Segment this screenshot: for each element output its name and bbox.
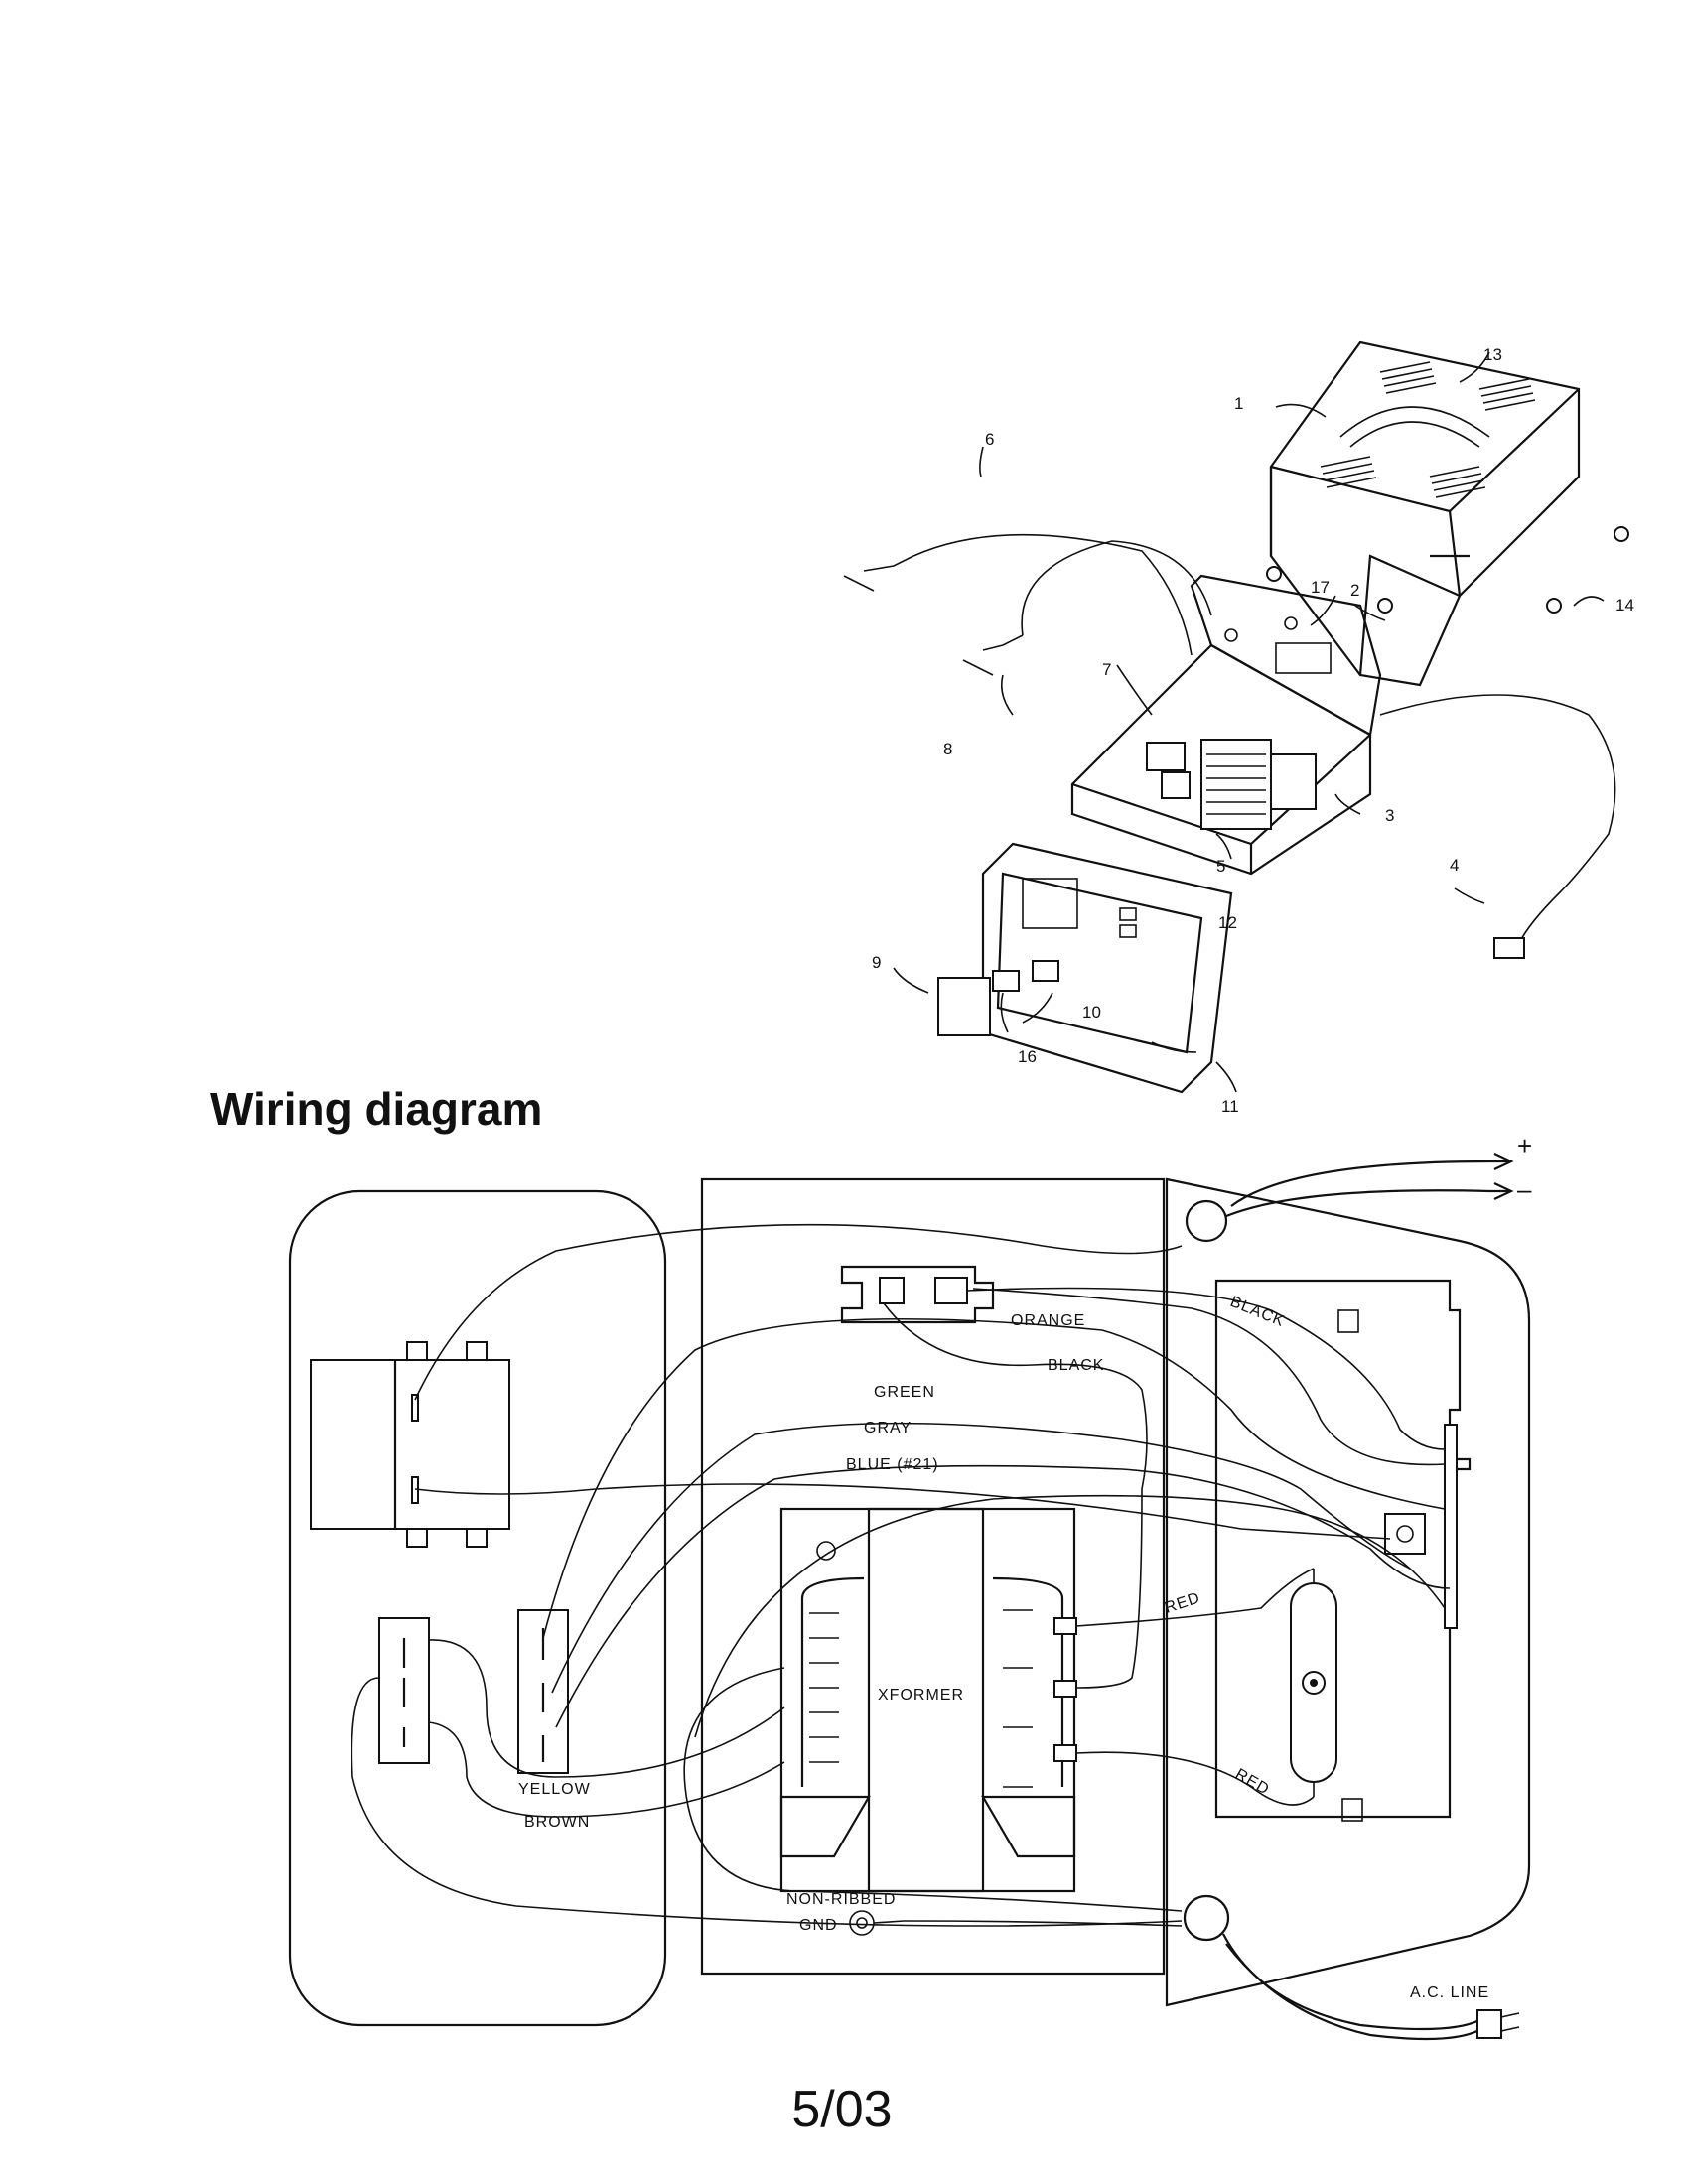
wires <box>351 1153 1520 2041</box>
dc-grommet <box>1185 1199 1228 1243</box>
label-gray: GRAY <box>864 1420 912 1436</box>
label-black-lower: BLACK <box>1048 1357 1104 1374</box>
label-xformer: XFORMER <box>878 1687 964 1704</box>
right-panel <box>1165 1177 1531 2007</box>
switch-right <box>517 1609 569 1774</box>
label-green: GREEN <box>874 1384 935 1401</box>
cover-housing <box>1269 341 1581 687</box>
thermostat <box>1384 1513 1426 1555</box>
part-number-7: 7 <box>1102 660 1111 679</box>
label-gnd: GND <box>799 1917 838 1934</box>
wiring-diagram: ORANGE BLACK BLACK GREEN GRAY BLUE (#21)… <box>288 1131 1533 2041</box>
ground-lug <box>849 1910 905 1936</box>
breaker-base <box>1161 771 1191 799</box>
part-number-13: 13 <box>1483 345 1502 364</box>
breaker-block <box>1146 742 1186 771</box>
label-yellow: YELLOW <box>518 1781 591 1798</box>
circuit-breaker <box>840 1265 995 1324</box>
part-number-5: 5 <box>1216 857 1225 876</box>
label-blue: BLUE (#21) <box>846 1456 939 1473</box>
part-number-3: 3 <box>1385 806 1394 825</box>
part-number-4: 4 <box>1450 856 1459 875</box>
part-number-12: 12 <box>1218 913 1237 932</box>
page-footer-date: 5/03 <box>791 2081 893 2138</box>
part-number-6: 6 <box>985 430 994 449</box>
part-number-9: 9 <box>872 953 881 972</box>
part-number-17: 17 <box>1311 578 1330 597</box>
heatsink-strip <box>1444 1424 1458 1629</box>
screw-17a <box>1266 566 1282 582</box>
label-orange: ORANGE <box>1011 1312 1085 1329</box>
label-red-top: RED <box>1163 1589 1202 1617</box>
left-panel <box>288 1189 667 2027</box>
part-number-16: 16 <box>1018 1047 1037 1066</box>
switch-10 <box>1032 960 1059 982</box>
label-plus: + <box>1517 1131 1533 1160</box>
label-minus: – <box>1517 1174 1532 1204</box>
label-brown: BROWN <box>524 1814 590 1831</box>
label-non-ribbed: NON-RIBBED <box>786 1891 896 1908</box>
exploded-view: 1 2 3 4 5 6 7 8 9 10 11 12 13 14 16 17 <box>843 341 1634 1116</box>
part-number-8: 8 <box>943 740 952 758</box>
ac-grommet <box>1183 1894 1230 1942</box>
screw-17b <box>1377 598 1393 614</box>
screw-14b <box>1546 598 1562 614</box>
board-slot-bottom <box>1341 1798 1363 1822</box>
rectifier-board <box>1214 1279 1472 1819</box>
part-number-11: 11 <box>1221 1097 1239 1116</box>
screw-14a <box>1614 526 1629 542</box>
center-panel <box>700 1177 1166 1976</box>
clamp-leads <box>843 533 1212 676</box>
part-number-14: 14 <box>1615 596 1634 614</box>
diode-tube <box>1290 1569 1337 1797</box>
label-red-bottom: RED <box>1232 1766 1272 1799</box>
board-slot-top <box>1337 1309 1359 1333</box>
front-panel <box>1190 574 1382 737</box>
part-number-1: 1 <box>1234 394 1243 413</box>
ac-cord-plug <box>1379 694 1616 959</box>
meter <box>937 977 991 1036</box>
switch-left <box>378 1617 430 1764</box>
page-title: Wiring diagram <box>210 1083 543 1135</box>
part-number-2: 2 <box>1350 581 1359 600</box>
transformer <box>779 1507 1077 1893</box>
exploded-transformer <box>1200 739 1317 830</box>
switch-16 <box>992 970 1020 992</box>
label-ac-line: A.C. LINE <box>1410 1984 1489 2001</box>
meter-block <box>310 1341 510 1548</box>
part-number-10: 10 <box>1082 1003 1101 1022</box>
